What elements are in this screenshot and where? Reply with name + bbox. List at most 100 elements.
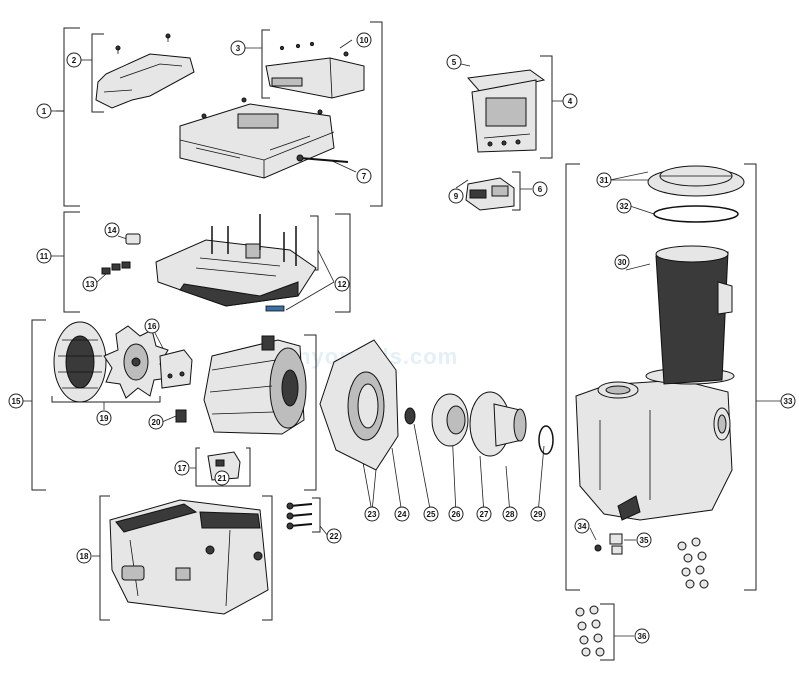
callout-2: 2 (66, 52, 82, 68)
callout-circle (334, 276, 350, 292)
callout-27: 27 (476, 506, 492, 522)
part-bolts-36 (575, 605, 605, 657)
part-clips (101, 261, 131, 275)
callout-number: 17 (178, 464, 187, 473)
bracket-group-11-right (335, 213, 351, 313)
callout-circle (532, 181, 548, 197)
callout-circle (356, 32, 372, 48)
callout-circle (36, 248, 52, 264)
callout-circle (562, 93, 578, 109)
callout-6: 6 (532, 181, 548, 197)
part-seal-plate (319, 339, 399, 471)
callout-circle (148, 414, 164, 430)
callout-5: 5 (446, 54, 462, 70)
callout-13: 13 (82, 276, 98, 292)
callout-number: 14 (108, 226, 117, 235)
part-motor (203, 335, 307, 435)
callout-circle (394, 506, 410, 522)
callout-9: 9 (448, 188, 464, 204)
callout-number: 24 (398, 510, 407, 519)
callout-number: 36 (638, 632, 647, 641)
part-bolts-22 (286, 502, 313, 530)
callout-number: 20 (152, 418, 161, 427)
callout-15: 15 (8, 393, 24, 409)
callout-circle (614, 254, 630, 270)
callout-number: 35 (640, 536, 649, 545)
callout-circle (780, 393, 796, 409)
callout-25: 25 (423, 506, 439, 522)
bracket-group-33 (565, 163, 757, 591)
callout-number: 25 (427, 510, 436, 519)
part-small-clip (175, 409, 187, 423)
callout-circle (364, 506, 380, 522)
callout-number: 2 (72, 56, 77, 65)
bracket-group-4 (540, 55, 553, 159)
part-strainer-basket (655, 245, 733, 385)
callout-number: 4 (568, 97, 573, 106)
callout-11: 11 (36, 248, 52, 264)
callout-circle (448, 188, 464, 204)
bracket-group-22 (312, 497, 321, 533)
callout-number: 11 (40, 252, 49, 261)
callout-number: 18 (80, 552, 89, 561)
callout-18: 18 (76, 548, 92, 564)
part-fan (103, 325, 169, 399)
callout-number: 6 (538, 185, 543, 194)
callout-circle (230, 40, 246, 56)
bracket-group-36 (600, 603, 615, 661)
callout-16: 16 (144, 318, 160, 334)
callout-circle (448, 506, 464, 522)
part-diffuser-oring (538, 425, 554, 455)
callout-circle (634, 628, 650, 644)
part-diffuser (469, 391, 527, 457)
part-drain-plugs (594, 533, 623, 555)
callout-4: 4 (562, 93, 578, 109)
callout-circle (574, 518, 590, 534)
callout-number: 30 (618, 258, 627, 267)
callout-circle (423, 506, 439, 522)
callout-circle (8, 393, 24, 409)
callout-circle (596, 172, 612, 188)
bracket-group-15-right (304, 334, 317, 491)
callout-number: 29 (534, 510, 543, 519)
part-housing-bolts (677, 537, 709, 589)
callout-3: 3 (230, 40, 246, 56)
callout-number: 7 (362, 172, 367, 181)
callout-20: 20 (148, 414, 164, 430)
callout-circle (36, 103, 52, 119)
part-strainer-lid (647, 165, 745, 197)
callout-19: 19 (96, 410, 112, 426)
callout-circle (104, 222, 120, 238)
callout-number: 31 (600, 176, 609, 185)
callout-33: 33 (780, 393, 796, 409)
part-lid-oring (653, 205, 739, 223)
part-long-screw (296, 154, 349, 163)
part-display-module (467, 69, 546, 153)
callout-31: 31 (596, 172, 612, 188)
callout-number: 27 (480, 510, 489, 519)
callout-14: 14 (104, 222, 120, 238)
part-impeller (431, 393, 469, 447)
bracket-group-19 (51, 396, 161, 403)
callout-24: 24 (394, 506, 410, 522)
callout-36: 36 (634, 628, 650, 644)
callout-number: 1 (42, 107, 47, 116)
bracket-group-1-right (370, 21, 383, 207)
callout-number: 13 (86, 280, 95, 289)
callout-34: 34 (574, 518, 590, 534)
part-control-board (155, 214, 317, 312)
callout-circle (76, 548, 92, 564)
callout-17: 17 (174, 460, 190, 476)
part-small-cap (125, 233, 141, 245)
callout-29: 29 (530, 506, 546, 522)
callout-circle (326, 528, 342, 544)
callout-number: 33 (784, 397, 793, 406)
part-fan-cover (53, 321, 107, 403)
callout-number: 12 (338, 280, 347, 289)
callout-number: 9 (454, 192, 459, 201)
callout-12: 12 (334, 276, 350, 292)
callout-30: 30 (614, 254, 630, 270)
callout-number: 23 (368, 510, 377, 519)
bracket-group-12 (310, 215, 319, 271)
callout-circle (446, 54, 462, 70)
